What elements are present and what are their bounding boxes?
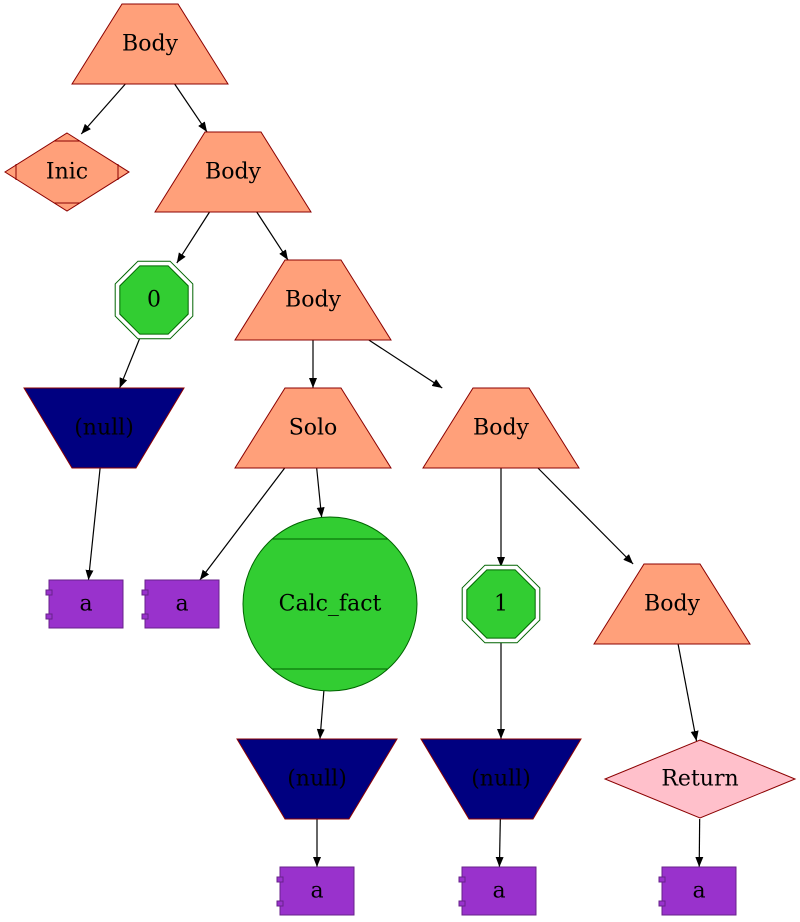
edge-arrow [316, 690, 325, 740]
node-mdiamond: Inic [4, 132, 130, 212]
edges-layer [80, 83, 704, 868]
node-doubleoctagon: 0 [114, 260, 194, 340]
node-label: Body [644, 592, 700, 617]
node-component: a [276, 866, 355, 916]
node-label: Return [661, 767, 738, 792]
node-doubleoctagon: 1 [461, 564, 541, 644]
node-trapezium: Body [422, 387, 580, 469]
node-label: a [175, 592, 188, 617]
node-mcircle: Calc_fact [242, 516, 418, 692]
node-label: Solo [289, 416, 338, 441]
node-component: a [45, 579, 124, 629]
node-label: Body [473, 416, 529, 441]
node-trapezium: Body [593, 563, 751, 645]
node-label: Calc_fact [279, 592, 382, 617]
node-component: a [458, 866, 537, 916]
node-label: (null) [471, 767, 531, 792]
node-label: Inic [46, 160, 88, 185]
node-label: 0 [147, 288, 161, 313]
edge-arrow [80, 83, 126, 135]
edge-arrow [119, 336, 141, 389]
edge-arrow [537, 467, 634, 565]
node-diamond: Return [603, 739, 797, 819]
edge-arrow [316, 467, 325, 518]
node-invtrapezium: (null) [236, 738, 398, 820]
node-component: a [658, 866, 737, 916]
node-label: 1 [494, 592, 508, 617]
node-label: a [492, 879, 505, 904]
edge-arrow [677, 643, 699, 742]
node-label: a [310, 879, 323, 904]
node-component: a [141, 579, 220, 629]
node-label: a [79, 592, 92, 617]
edge-arrow [495, 818, 504, 868]
edge-arrow [368, 339, 443, 389]
edge-arrow [199, 467, 286, 581]
node-trapezium: Body [154, 131, 312, 213]
node-invtrapezium: (null) [420, 738, 582, 820]
edge-arrow [85, 467, 101, 581]
node-label: Body [285, 288, 341, 313]
edge-arrow [256, 211, 289, 261]
node-label: (null) [287, 767, 347, 792]
node-label: Body [205, 160, 261, 185]
node-label: a [692, 879, 705, 904]
node-label: (null) [74, 416, 134, 441]
node-trapezium: Body [234, 259, 392, 341]
node-label: Body [122, 32, 178, 57]
node-trapezium: Body [71, 3, 229, 85]
node-trapezium: Solo [234, 387, 392, 469]
edge-arrow [176, 211, 211, 264]
edge-arrow [174, 83, 208, 133]
node-invtrapezium: (null) [23, 387, 185, 469]
